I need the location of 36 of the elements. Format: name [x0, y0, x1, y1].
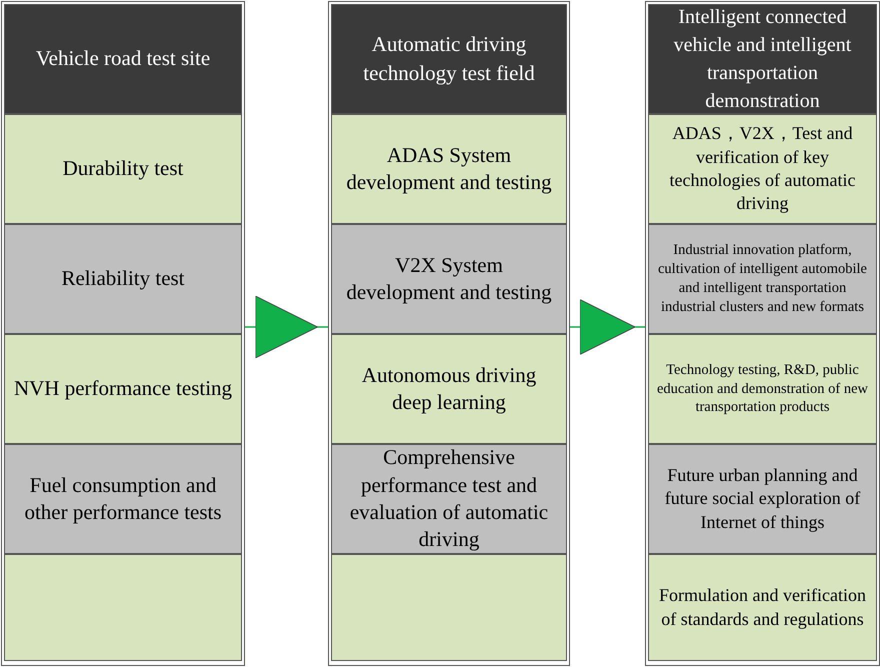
empty-cell [4, 554, 242, 661]
table-cell [4, 334, 242, 444]
column-header: Intelligent connected vehicle and intelligent transportation demonstration [648, 4, 877, 114]
cell-text: Fuel consumption and other performance tests [23, 472, 223, 526]
column-panel [645, 1, 880, 666]
cell-text: V2X System development and testing [345, 252, 553, 306]
cell-text: Comprehensive performance test and evaluation of automatic driving [348, 444, 550, 554]
column-panel [1, 1, 245, 666]
column-header: Vehicle road test site [4, 4, 242, 114]
table-cell [648, 554, 877, 661]
table-cell [331, 224, 567, 334]
cell-text: NVH performance testing [14, 375, 232, 402]
cell-text: Future urban planning and future social exploration of Internet of things [664, 464, 862, 534]
cell-text: Formulation and verification of standards and regulations [658, 584, 867, 631]
table-cell [648, 114, 877, 224]
cell-text: Reliability test [61, 265, 185, 292]
table-cell [4, 114, 242, 224]
table-cell [648, 334, 877, 444]
cell-text: Industrial innovation platform, cultivation of intelligent automobile and intelligent transportation industrial clusters and new formats [657, 241, 868, 317]
table-cell [331, 114, 567, 224]
table-cell [4, 444, 242, 554]
table-cell [4, 224, 242, 334]
empty-cell [331, 554, 567, 661]
column-panel [328, 1, 570, 666]
cell-text: ADAS，V2X，Test and verification of key technologies of automatic driving [668, 122, 856, 216]
table-cell [331, 334, 567, 444]
cell-text: ADAS System development and testing [345, 142, 553, 196]
table-cell [648, 224, 877, 334]
arrow [245, 296, 328, 358]
cell-text: Technology testing, R&D, public education and demonstration of new transportation products [657, 360, 868, 418]
arrow [570, 299, 645, 355]
table-cell [331, 444, 567, 554]
cell-text: Durability test [62, 155, 184, 182]
column-header: Automatic driving technology test field [331, 4, 567, 114]
table-cell [648, 444, 877, 554]
cell-text: Autonomous driving deep learning [360, 362, 538, 416]
